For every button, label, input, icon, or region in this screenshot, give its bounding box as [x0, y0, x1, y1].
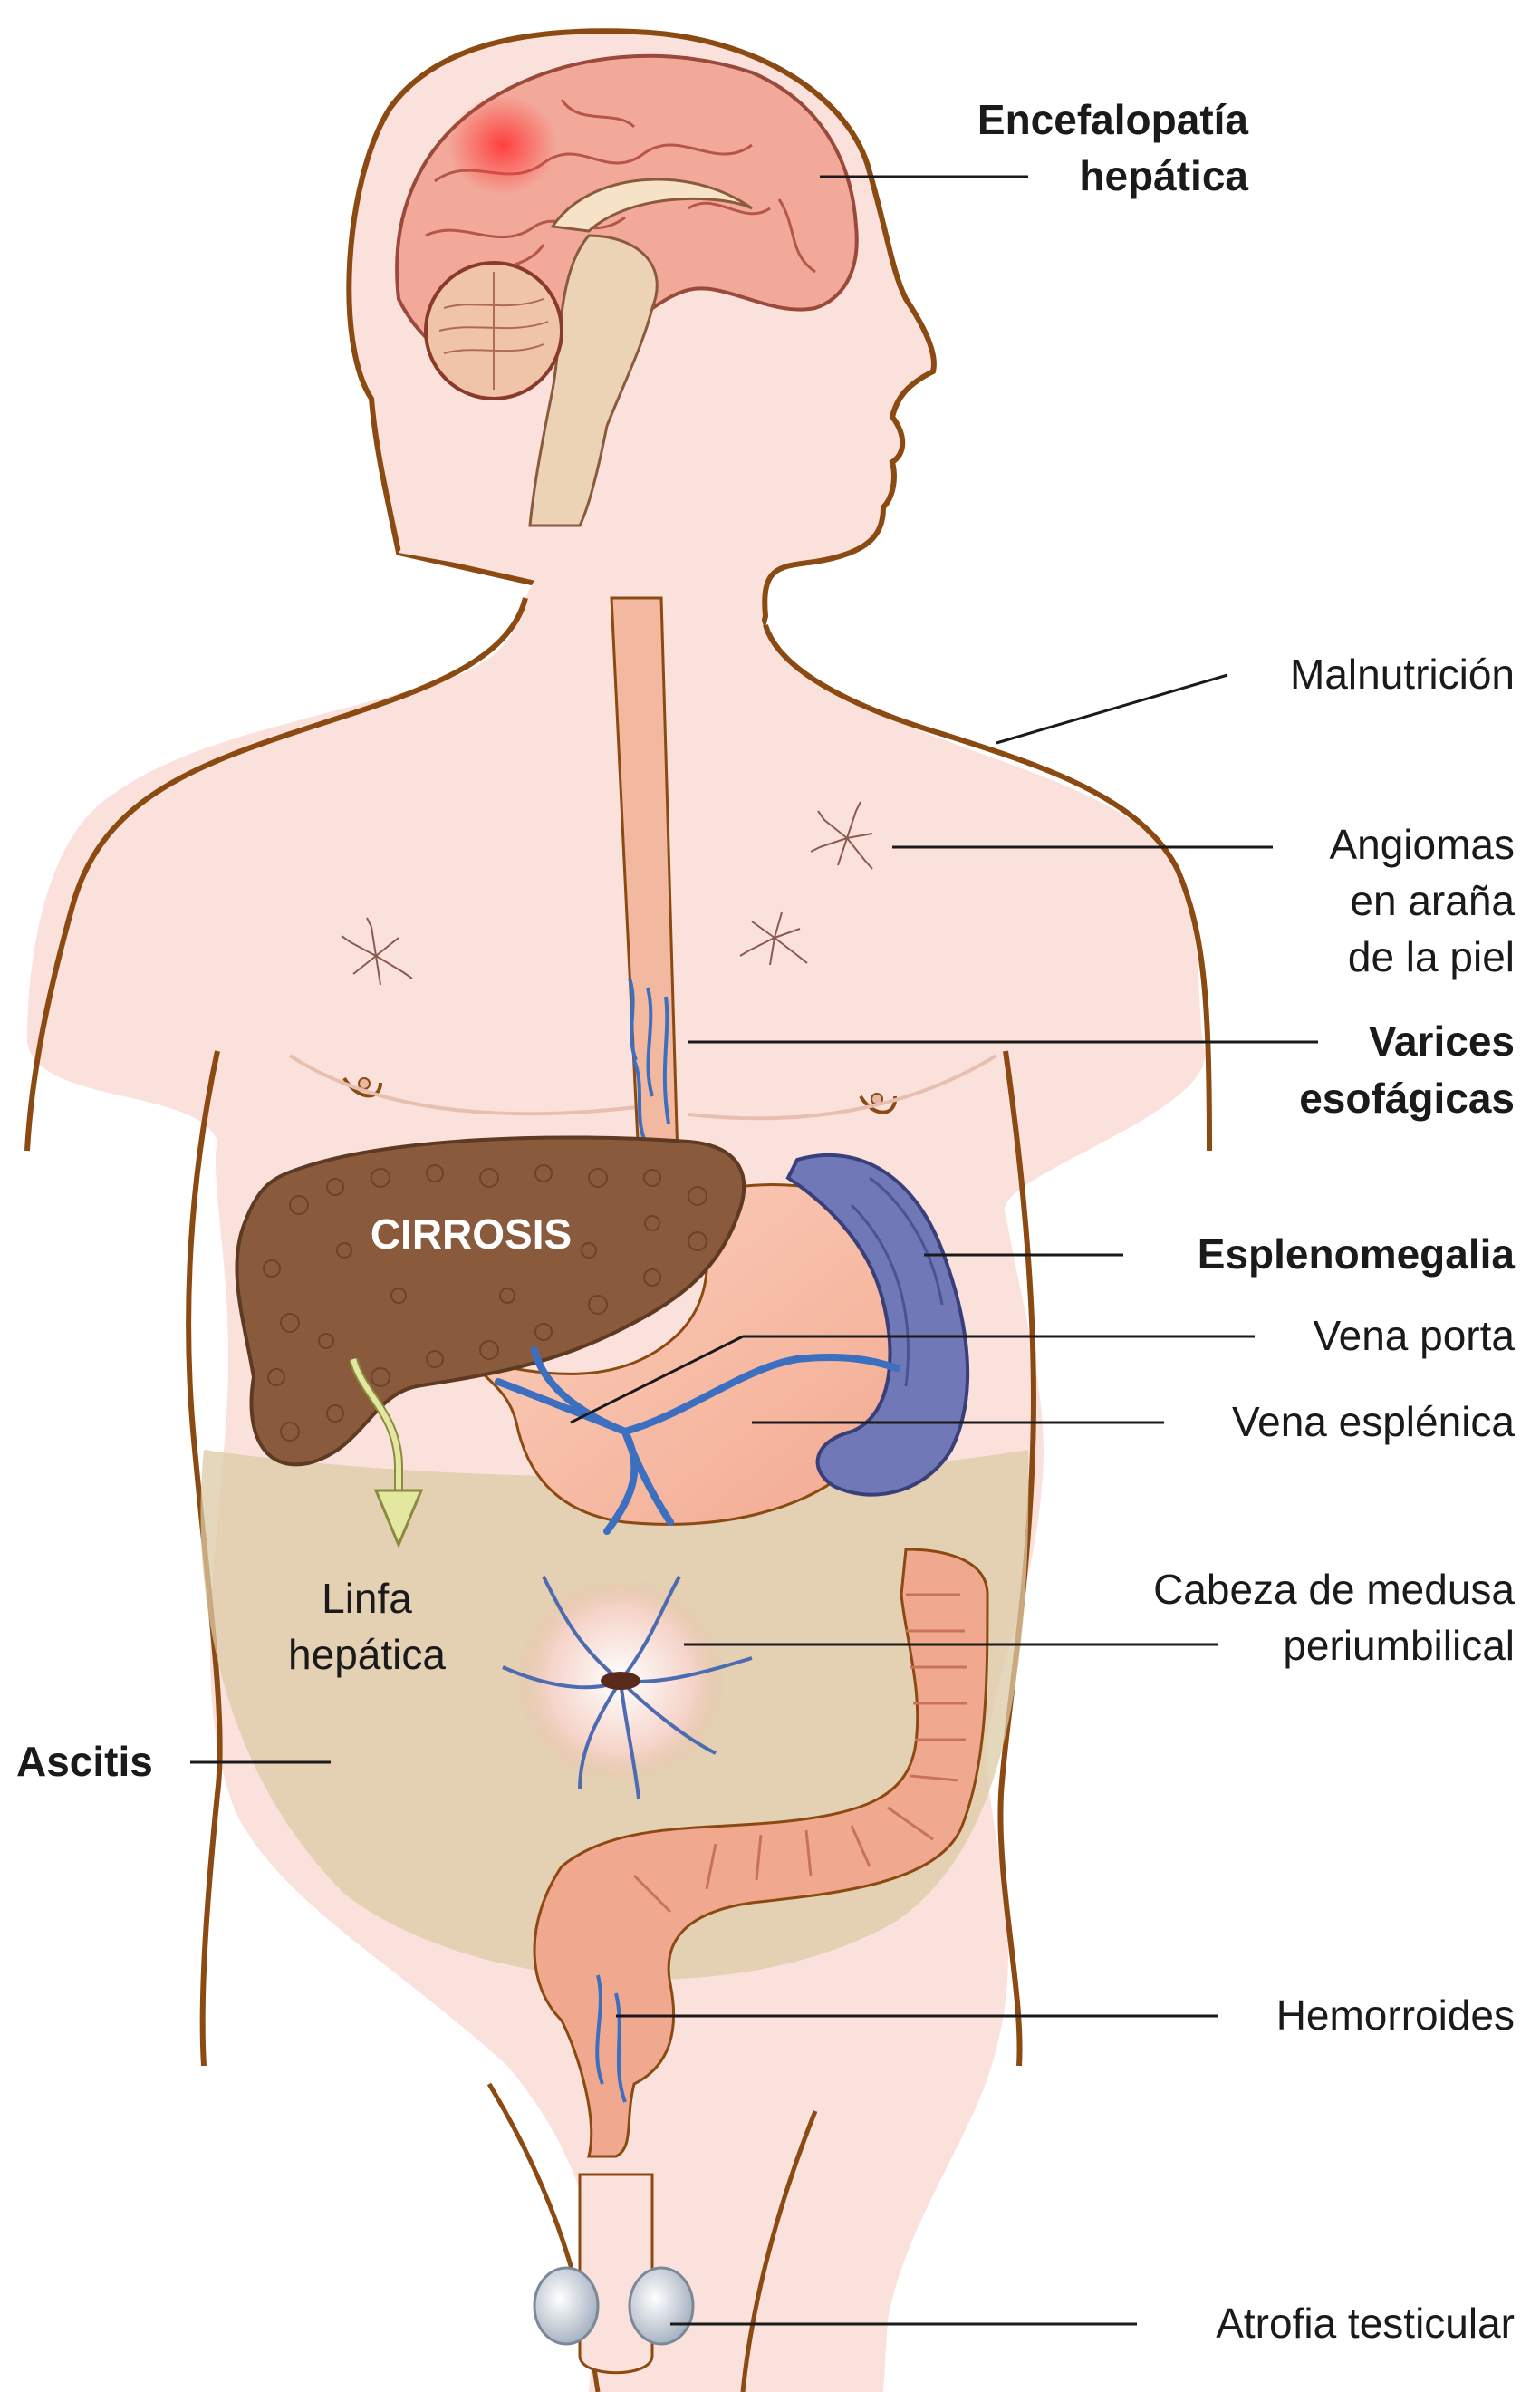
- brainstem: [528, 234, 659, 527]
- brain: [395, 53, 859, 527]
- label-angiomas-line3: de la piel: [1348, 933, 1515, 980]
- label-angiomas-line1: Angiomas: [1329, 821, 1515, 868]
- spider-angiomas: [341, 801, 873, 986]
- liver-nodules: [263, 1164, 707, 1442]
- left-testis: [533, 2266, 600, 2346]
- portal-venous-system: [495, 1346, 900, 1535]
- splenic-vein: [621, 1354, 900, 1435]
- label-linfa-line1: Linfa: [322, 1575, 412, 1622]
- label-atrofia: Atrofia testicular: [1216, 2300, 1515, 2347]
- angioma-2: [341, 917, 413, 986]
- label-varices-line1: Varices: [1369, 1018, 1515, 1065]
- label-esplenomegalia: Esplenomegalia: [1198, 1230, 1516, 1278]
- leg-right-contour: [740, 2110, 818, 2392]
- torso-right-contour: [763, 624, 1212, 1152]
- angioma-1: [810, 801, 873, 870]
- angioma-3: [739, 911, 808, 966]
- label-hemorroides: Hemorroides: [1276, 1992, 1515, 2039]
- hepatic-lymph-arrow: [349, 1357, 424, 1548]
- colon: [533, 1548, 989, 2158]
- leader-lines: [190, 175, 1318, 2326]
- label-cabeza-line2: periumbilical: [1283, 1622, 1515, 1669]
- corpus-callosum: [550, 178, 753, 233]
- label-vena-porta: Vena porta: [1313, 1312, 1515, 1359]
- label-cabeza-line1: Cabeza de medusa: [1153, 1566, 1515, 1613]
- label-cirrosis: CIRROSIS: [371, 1210, 572, 1258]
- spleen: [785, 1153, 970, 1497]
- label-varices-line2: esofágicas: [1299, 1075, 1515, 1122]
- label-ascitis: Ascitis: [16, 1738, 153, 1785]
- label-angiomas-line2: en araña: [1350, 877, 1515, 924]
- label-linfa-line2: hepática: [288, 1631, 446, 1678]
- label-vena-esplenica: Vena esplénica: [1232, 1398, 1515, 1445]
- torso-left-contour: [24, 597, 528, 1152]
- caput-medusae: [502, 1576, 753, 1799]
- label-encefalopatia-line2: hepática: [1079, 152, 1248, 199]
- esophageal-varices: [628, 978, 670, 1143]
- label-malnutricion: Malnutrición: [1290, 651, 1515, 698]
- label-encefalopatia-line1: Encefalopatía: [977, 96, 1249, 143]
- brain-lesion-spot: [448, 95, 557, 195]
- rectum-hemorrhoids: [595, 1974, 627, 2103]
- labels: Encefalopatía hepática Malnutrición Angi…: [16, 96, 1515, 2347]
- right-testis: [628, 2266, 695, 2346]
- umbilicus: [601, 1672, 640, 1690]
